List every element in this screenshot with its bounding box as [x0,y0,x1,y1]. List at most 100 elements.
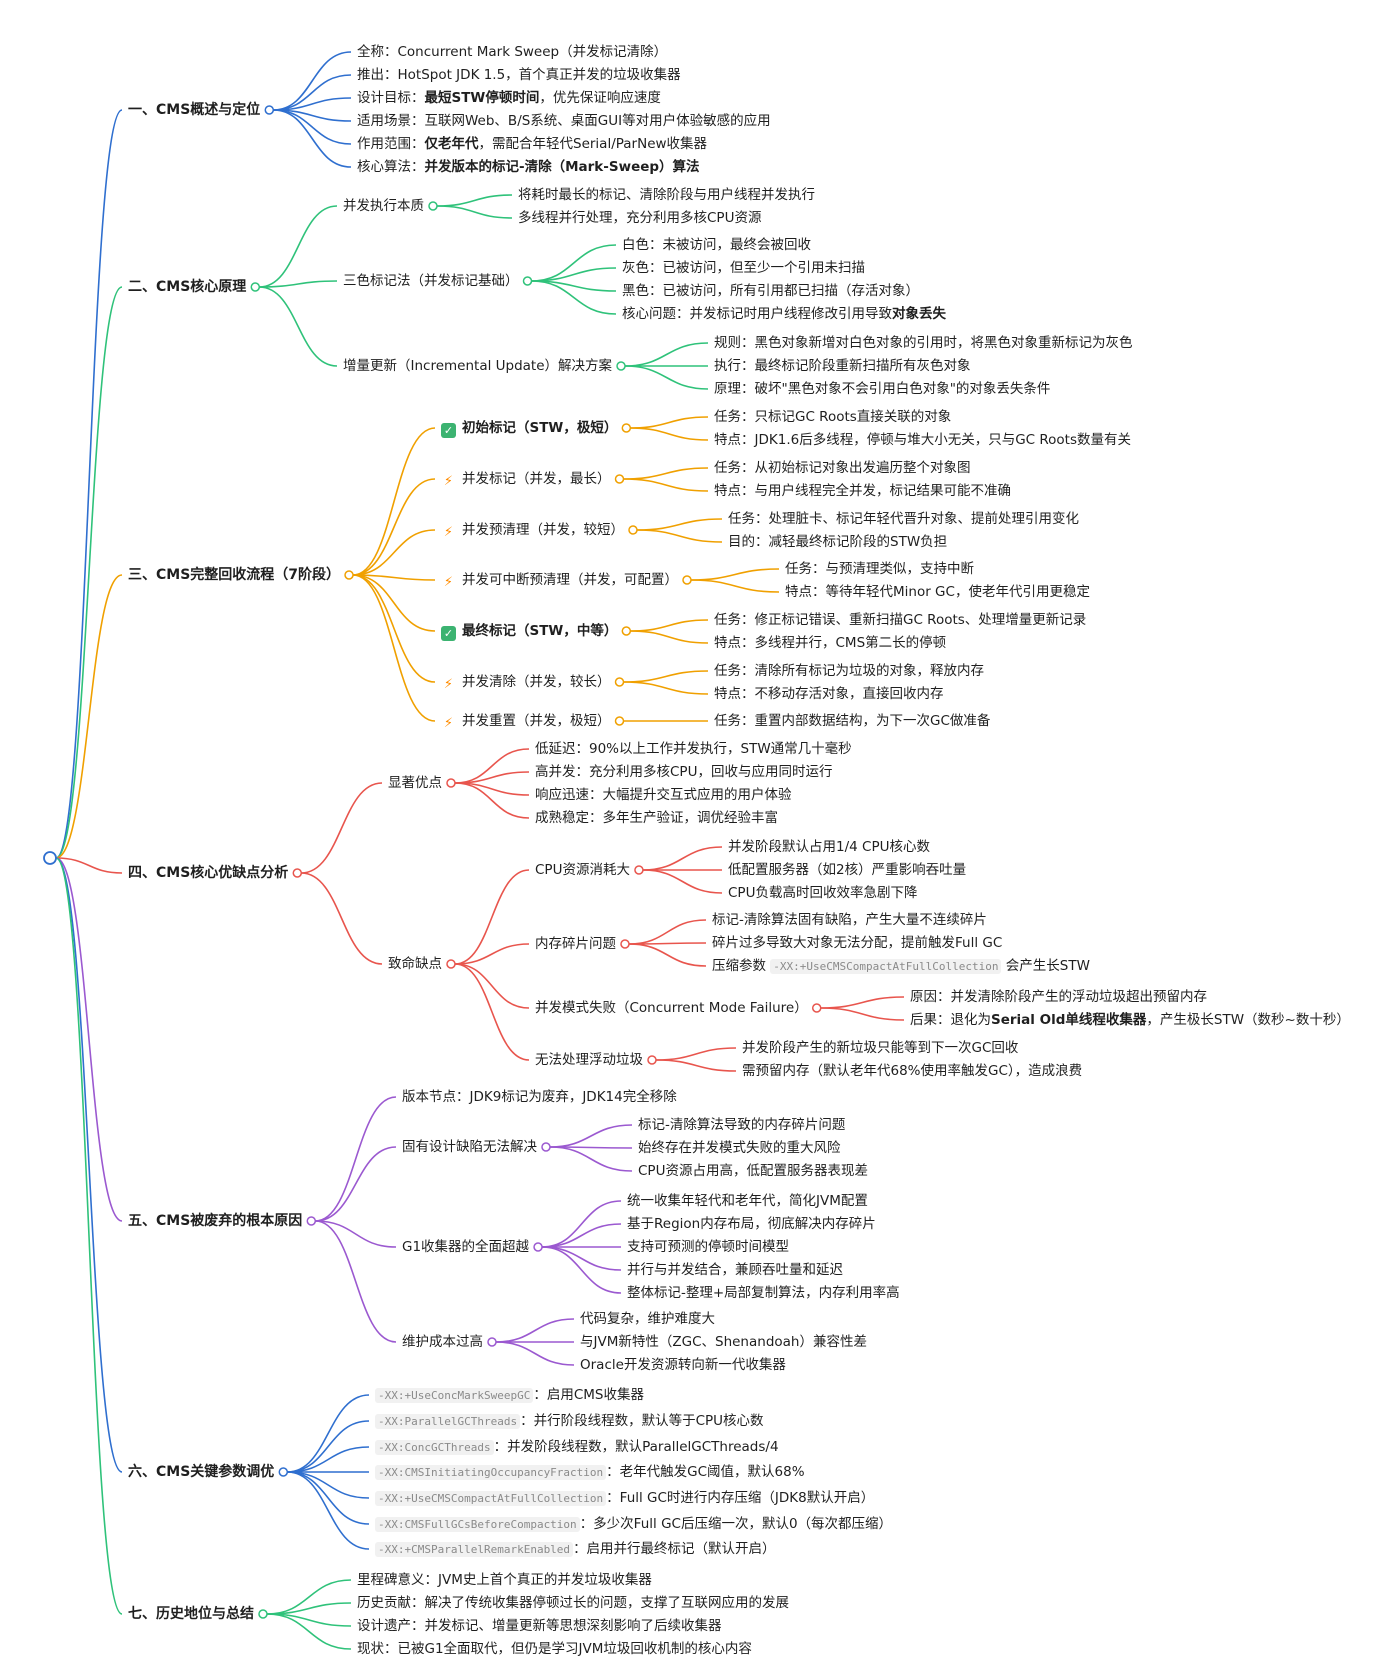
topic-s3_1_0[interactable]: 任务：从初始标记对象出发遍历整个对象图 [714,458,971,478]
topic-s3_5[interactable]: ⚡并发清除（并发，较长） [441,672,611,692]
expand-toggle-icon[interactable] [446,778,456,788]
topic-s2_1_3[interactable]: 核心问题：并发标记时用户线程修改引用导致对象丢失 [622,304,946,324]
topic-s3_2_0[interactable]: 任务：处理脏卡、标记年轻代晋升对象、提前处理引用变化 [728,509,1079,529]
topic-s4_0_3[interactable]: 成熟稳定：多年生产验证，调优经验丰富 [535,808,778,828]
expand-toggle-icon[interactable] [614,474,625,484]
topic-s5_1_2[interactable]: CPU资源占用高，低配置服务器表现差 [638,1161,868,1181]
topic-s3_6_0[interactable]: 任务：重置内部数据结构，为下一次GC做准备 [714,711,990,731]
topic-s2_0_1[interactable]: 多线程并行处理，充分利用多核CPU资源 [518,208,761,228]
topic-s4_0_0[interactable]: 低延迟：90%以上工作并发执行，STW通常几十毫秒 [535,739,852,759]
topic-s4_0_1[interactable]: 高并发：充分利用多核CPU，回收与应用同时运行 [535,762,832,782]
topic-s2_2_2[interactable]: 原理：破坏"黑色对象不会引用白色对象"的对象丢失条件 [714,379,1050,399]
expand-toggle-icon[interactable] [428,201,438,211]
section-s6[interactable]: 六、CMS关键参数调优 [128,1462,274,1482]
topic-s4_0[interactable]: 显著优点 [388,773,442,793]
topic-s5_1_0[interactable]: 标记-清除算法导致的内存碎片问题 [638,1115,845,1135]
topic-s3_0_0[interactable]: 任务：只标记GC Roots直接关联的对象 [714,407,951,427]
topic-s5_0[interactable]: 版本节点：JDK9标记为废弃，JDK14完全移除 [402,1087,677,1107]
topic-s3_0[interactable]: ✓初始标记（STW，极短） [441,418,617,438]
expand-toggle-icon[interactable] [616,361,626,371]
topic-s5_3_1[interactable]: 与JVM新特性（ZGC、Shenandoah）兼容性差 [580,1332,867,1352]
topic-s2_0_0[interactable]: 将耗时最长的标记、清除阶段与用户线程并发执行 [518,185,815,205]
expand-toggle-icon[interactable] [278,1467,289,1477]
topic-s7_2[interactable]: 设计遗产：并发标记、增量更新等思想深刻影响了后续收集器 [357,1616,722,1636]
topic-s4_1_3[interactable]: 无法处理浮动垃圾 [535,1050,643,1070]
topic-s7_1[interactable]: 历史贡献：解决了传统收集器停顿过长的问题，支撑了互联网应用的发展 [357,1593,789,1613]
topic-s5_2_3[interactable]: 并行与并发结合，兼顾吞吐量和延迟 [627,1260,843,1280]
topic-s2_1[interactable]: 三色标记法（并发标记基础） [343,271,519,291]
expand-toggle-icon[interactable] [647,1055,657,1065]
topic-s2_2[interactable]: 增量更新（Incremental Update）解决方案 [343,356,612,376]
topic-s4_1_1_2[interactable]: 压缩参数 -XX:+UseCMSCompactAtFullCollection … [712,956,1090,977]
topic-s6_0[interactable]: -XX:+UseConcMarkSweepGC：启用CMS收集器 [375,1385,644,1406]
expand-toggle-icon[interactable] [487,1337,497,1347]
expand-toggle-icon[interactable] [250,282,261,292]
topic-s4_1_0_2[interactable]: CPU负载高时回收效率急剧下降 [728,883,917,903]
expand-toggle-icon[interactable] [264,105,275,115]
expand-toggle-icon[interactable] [628,525,638,535]
topic-s3_3[interactable]: ⚡并发可中断预清理（并发，可配置） [441,570,678,590]
topic-s1_3[interactable]: 适用场景：互联网Web、B/S系统、桌面GUI等对用户体验敏感的应用 [357,111,771,131]
topic-s3_4_0[interactable]: 任务：修正标记错误、重新扫描GC Roots、处理增量更新记录 [714,610,1086,630]
topic-s3_2[interactable]: ⚡并发预清理（并发，较短） [441,520,624,540]
topic-s4_1_2_0[interactable]: 原因：并发清除阶段产生的浮动垃圾超出预留内存 [910,987,1207,1007]
section-s2[interactable]: 二、CMS核心原理 [128,277,246,297]
topic-s4_0_2[interactable]: 响应迅速：大幅提升交互式应用的用户体验 [535,785,792,805]
topic-s2_1_2[interactable]: 黑色：已被访问，所有引用都已扫描（存活对象） [622,281,919,301]
topic-s5_1_1[interactable]: 始终存在并发模式失败的重大风险 [638,1138,841,1158]
topic-s5_2_4[interactable]: 整体标记-整理+局部复制算法，内存利用率高 [627,1283,900,1303]
topic-s7_3[interactable]: 现状：已被G1全面取代，但仍是学习JVM垃圾回收机制的核心内容 [357,1639,752,1659]
topic-s1_1[interactable]: 推出：HotSpot JDK 1.5，首个真正并发的垃圾收集器 [357,65,681,85]
expand-toggle-icon[interactable] [682,575,692,585]
topic-s4_1_0_1[interactable]: 低配置服务器（如2核）严重影响吞吐量 [728,860,966,880]
topic-s5_1[interactable]: 固有设计缺陷无法解决 [402,1137,537,1157]
topic-s4_1_0_0[interactable]: 并发阶段默认占用1/4 CPU核心数 [728,837,930,857]
topic-s7_0[interactable]: 里程碑意义：JVM史上首个真正的并发垃圾收集器 [357,1570,652,1590]
expand-toggle-icon[interactable] [306,1216,317,1226]
expand-toggle-icon[interactable] [621,626,632,636]
topic-s4_1[interactable]: 致命缺点 [388,954,442,974]
topic-s3_6[interactable]: ⚡并发重置（并发，极短） [441,711,611,731]
topic-s3_5_1[interactable]: 特点：不移动存活对象，直接回收内存 [714,684,944,704]
topic-s3_2_1[interactable]: 目的：减轻最终标记阶段的STW负担 [728,532,947,552]
topic-s4_1_3_0[interactable]: 并发阶段产生的新垃圾只能等到下一次GC回收 [742,1038,1018,1058]
topic-s5_2_0[interactable]: 统一收集年轻代和老年代，简化JVM配置 [627,1191,868,1211]
expand-toggle-icon[interactable] [614,716,625,726]
topic-s4_1_3_1[interactable]: 需预留内存（默认老年代68%使用率触发GC），造成浪费 [742,1061,1082,1081]
topic-s5_2_2[interactable]: 支持可预测的停顿时间模型 [627,1237,789,1257]
topic-s3_3_0[interactable]: 任务：与预清理类似，支持中断 [785,559,974,579]
topic-s5_2_1[interactable]: 基于Region内存布局，彻底解决内存碎片 [627,1214,876,1234]
topic-s6_6[interactable]: -XX:+CMSParallelRemarkEnabled：启用并行最终标记（默… [375,1539,776,1560]
expand-toggle-icon[interactable] [446,959,456,969]
topic-s2_0[interactable]: 并发执行本质 [343,196,424,216]
expand-toggle-icon[interactable] [292,868,303,878]
topic-s5_3[interactable]: 维护成本过高 [402,1332,483,1352]
topic-s2_2_1[interactable]: 执行：最终标记阶段重新扫描所有灰色对象 [714,356,971,376]
topic-s3_5_0[interactable]: 任务：清除所有标记为垃圾的对象，释放内存 [714,661,984,681]
section-s7[interactable]: 七、历史地位与总结 [128,1604,254,1624]
section-s4[interactable]: 四、CMS核心优缺点分析 [128,863,288,883]
topic-s6_3[interactable]: -XX:CMSInitiatingOccupancyFraction：老年代触发… [375,1462,805,1483]
topic-s4_1_2[interactable]: 并发模式失败（Concurrent Mode Failure） [535,998,808,1018]
topic-s3_4[interactable]: ✓最终标记（STW，中等） [441,621,617,641]
section-s5[interactable]: 五、CMS被废弃的根本原因 [128,1211,302,1231]
expand-toggle-icon[interactable] [522,276,533,286]
topic-s5_3_2[interactable]: Oracle开发资源转向新一代收集器 [580,1355,786,1375]
topic-s1_0[interactable]: 全称：Concurrent Mark Sweep（并发标记清除） [357,42,667,62]
expand-toggle-icon[interactable] [533,1242,543,1252]
topic-s6_2[interactable]: -XX:ConcGCThreads：并发阶段线程数，默认ParallelGCTh… [375,1437,779,1458]
topic-s4_1_2_1[interactable]: 后果：退化为Serial Old单线程收集器，产生极长STW（数秒~数十秒） [910,1010,1350,1030]
expand-toggle-icon[interactable] [541,1142,551,1152]
expand-toggle-icon[interactable] [258,1609,268,1619]
topic-s1_2[interactable]: 设计目标：最短STW停顿时间，优先保证响应速度 [357,88,661,108]
topic-s3_3_1[interactable]: 特点：等待年轻代Minor GC，使老年代引用更稳定 [785,582,1090,602]
root-node[interactable] [43,851,57,865]
topic-s4_1_1_0[interactable]: 标记-清除算法固有缺陷，产生大量不连续碎片 [712,910,987,930]
topic-s4_1_0[interactable]: CPU资源消耗大 [535,860,630,880]
topic-s3_1_1[interactable]: 特点：与用户线程完全并发，标记结果可能不准确 [714,481,1011,501]
topic-s6_5[interactable]: -XX:CMSFullGCsBeforeCompaction：多少次Full G… [375,1514,892,1535]
topic-s2_2_0[interactable]: 规则：黑色对象新增对白色对象的引用时，将黑色对象重新标记为灰色 [714,333,1133,353]
topic-s4_1_1_1[interactable]: 碎片过多导致大对象无法分配，提前触发Full GC [712,933,1002,953]
topic-s3_1[interactable]: ⚡并发标记（并发，最长） [441,469,611,489]
topic-s3_4_1[interactable]: 特点：多线程并行，CMS第二长的停顿 [714,633,946,653]
